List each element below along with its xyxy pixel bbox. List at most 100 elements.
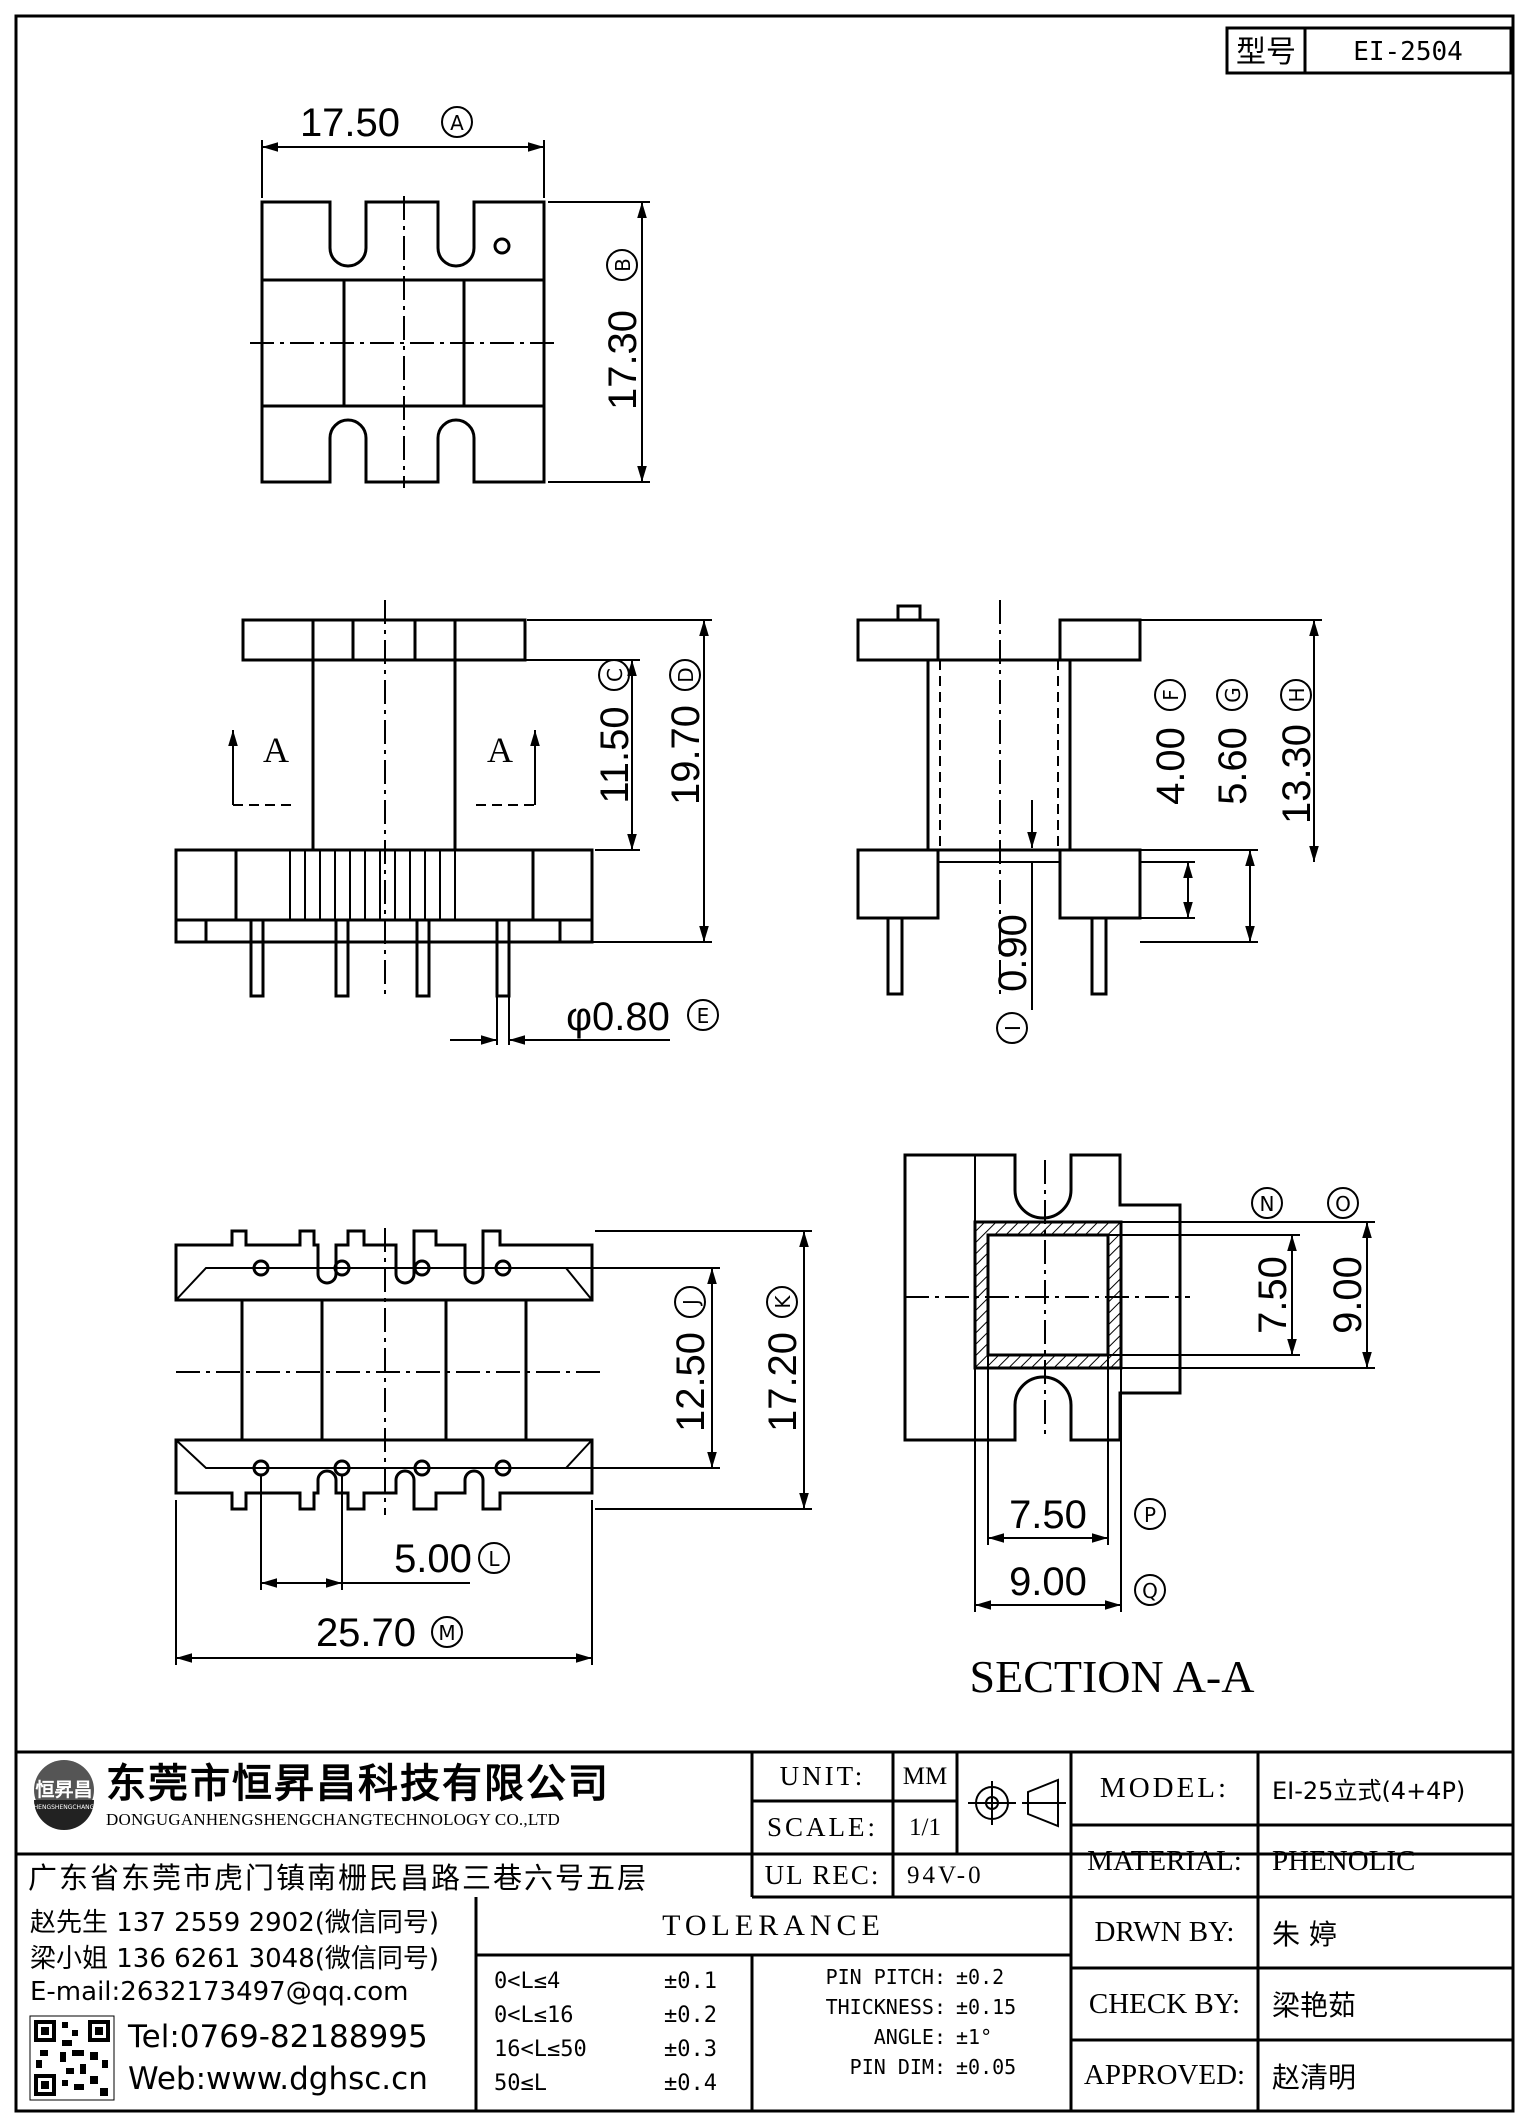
dimension-g-letter: G: [1221, 687, 1245, 703]
contact-tel: Tel:0769-82188995: [128, 2019, 428, 2055]
dimension-i-letter: I: [1001, 1025, 1025, 1031]
model-box-label: 型号: [1236, 35, 1296, 70]
dimension-j-letter: J: [679, 1299, 703, 1307]
section-title: SECTION A-A: [970, 1651, 1255, 1702]
dimension-q-value: 9.00: [1009, 1560, 1087, 1604]
projection-symbol-icon: [968, 1778, 1066, 1828]
dimension-e-label: φ0.80 E: [566, 995, 719, 1039]
dimension-k-label: 17.20 K: [761, 1286, 805, 1432]
dimension-p-value: 7.50: [1009, 1493, 1087, 1537]
front-view: [174, 600, 712, 1045]
dimension-i-label: 0.90 I: [991, 914, 1035, 1044]
company-name-en: DONGUGANHENGSHENGCHANGTECHNOLOGY CO.,LTD: [106, 1810, 560, 1829]
model-value: EI-25立式(4+4P): [1272, 1777, 1466, 1805]
dimension-j-value: 12.50: [669, 1332, 713, 1432]
title-block-grid: [16, 1750, 1513, 2111]
contact-line-2: 梁小姐 136 6261 3048(微信同号): [30, 1943, 440, 1974]
company-address: 广东省东莞市虎门镇南栅民昌路三巷六号五层: [28, 1861, 649, 1895]
material-value: PHENOLIC: [1272, 1844, 1416, 1877]
dimension-h-value: 13.30: [1275, 724, 1319, 824]
dimension-l-label: 5.00 L: [394, 1537, 510, 1581]
dimension-q-label: 9.00 Q: [1009, 1560, 1166, 1606]
approved-label: APPROVED:: [1083, 2059, 1246, 2091]
dimension-f-letter: F: [1159, 689, 1183, 701]
dimension-n-letter: N: [1260, 1192, 1275, 1216]
dimension-g-value: 5.60: [1211, 727, 1255, 805]
dimension-c-value: 11.50: [593, 706, 637, 803]
dimension-l-value: 5.00: [394, 1537, 472, 1581]
model-box: 型号 EI-2504: [1225, 26, 1513, 75]
dimension-e-value: φ0.80: [566, 995, 670, 1039]
dimension-m-value: 25.70: [316, 1611, 416, 1655]
dimension-n-label: N 7.50: [1251, 1187, 1295, 1334]
dimension-k-letter: K: [771, 1295, 795, 1309]
pin-dim-value: ±0.05: [956, 2055, 1017, 2079]
bottom-view: [174, 1228, 812, 1665]
dimension-p-label: 7.50 P: [1009, 1493, 1166, 1537]
dimension-d-value: 19.70: [664, 705, 708, 805]
dimension-o-letter: O: [1335, 1192, 1351, 1216]
tolerance-range-3: 16<L≤50: [494, 2036, 587, 2062]
dimension-a-value: 17.50: [300, 101, 400, 145]
dimension-h-label: 13.30 H: [1275, 679, 1319, 824]
dimension-c-letter: C: [603, 668, 627, 682]
logo-text: 恒昇昌: [35, 1779, 92, 1801]
dimension-d-letter: D: [674, 667, 698, 682]
scale-label: SCALE:: [766, 1812, 878, 1842]
section-marker-left: A: [263, 730, 289, 770]
dimension-k-value: 17.20: [761, 1332, 805, 1432]
dimension-b-label: 17.30 B: [601, 249, 645, 410]
drawing-border: [14, 14, 1515, 2113]
drawn-by-value: 朱 婷: [1272, 1917, 1337, 1951]
section-view: [903, 1153, 1375, 1612]
dimension-g-label: 5.60 G: [1211, 679, 1255, 805]
model-box-value: EI-2504: [1353, 37, 1463, 67]
contact-line-1: 赵先生 137 2559 2902(微信同号): [30, 1907, 440, 1938]
model-label: MODEL:: [1099, 1772, 1230, 1804]
tolerance-range-4: 50≤L: [494, 2070, 547, 2096]
angle-label: ANGLE:: [873, 2025, 946, 2049]
dimension-f-value: 4.00: [1149, 727, 1193, 805]
dimension-i-value: 0.90: [991, 914, 1035, 992]
pin-pitch-value: ±0.2: [956, 1965, 1005, 1989]
company-logo: 恒昇昌 HENGSHENGCHANG: [34, 1760, 95, 1830]
unit-label: UNIT:: [779, 1761, 866, 1791]
dimension-q-letter: Q: [1142, 1579, 1158, 1603]
section-marker-right: A: [487, 730, 513, 770]
dimension-a-letter: A: [450, 111, 464, 135]
tolerance-value-2: ±0.2: [664, 2002, 717, 2028]
tolerance-value-4: ±0.4: [664, 2070, 717, 2096]
dimension-n-value: 7.50: [1251, 1256, 1295, 1334]
angle-value: ±1°: [956, 2025, 993, 2049]
approved-value: 赵清明: [1272, 2060, 1357, 2094]
pin-dim-label: PIN DIM:: [849, 2055, 946, 2079]
company-name-cn: 东莞市恒昇昌科技有限公司: [106, 1761, 610, 1807]
tolerance-title: TOLERANCE: [662, 1909, 885, 1942]
dimension-b-value: 17.30: [601, 310, 645, 410]
side-view: [856, 600, 1322, 1010]
check-by-value: 梁艳茹: [1272, 1989, 1357, 2022]
dimension-o-label: O 9.00: [1326, 1187, 1370, 1334]
dimension-p-letter: P: [1144, 1503, 1156, 1527]
pin-pitch-label: PIN PITCH:: [825, 1965, 946, 1989]
ul-rec-label: UL REC:: [764, 1860, 881, 1890]
material-label: MATERIAL:: [1087, 1844, 1242, 1877]
contact-email: E-mail:2632173497@qq.com: [30, 1977, 409, 2007]
dimension-b-letter: B: [611, 258, 635, 272]
tolerance-range-1: 0<L≤4: [494, 1968, 561, 1994]
dimension-m-letter: M: [438, 1621, 455, 1645]
dimension-d-label: 19.70 D: [664, 659, 708, 805]
tolerance-value-3: ±0.3: [664, 2036, 717, 2062]
drawn-by-label: DRWN BY:: [1094, 1916, 1235, 1948]
contact-web: Web:www.dghsc.cn: [128, 2061, 428, 2097]
qr-code-icon: [29, 2015, 115, 2101]
dimension-h-letter: H: [1285, 687, 1309, 702]
thickness-label: THICKNESS:: [825, 1995, 946, 2019]
dimension-m-label: 25.70 M: [316, 1611, 463, 1655]
ul-rec-value: 94V-0: [907, 1861, 984, 1889]
thickness-value: ±0.15: [956, 1995, 1017, 2019]
logo-subtext: HENGSHENGCHANG: [34, 1804, 95, 1811]
dimension-a-label: 17.50 A: [300, 101, 473, 145]
tolerance-value-1: ±0.1: [664, 1968, 717, 1994]
